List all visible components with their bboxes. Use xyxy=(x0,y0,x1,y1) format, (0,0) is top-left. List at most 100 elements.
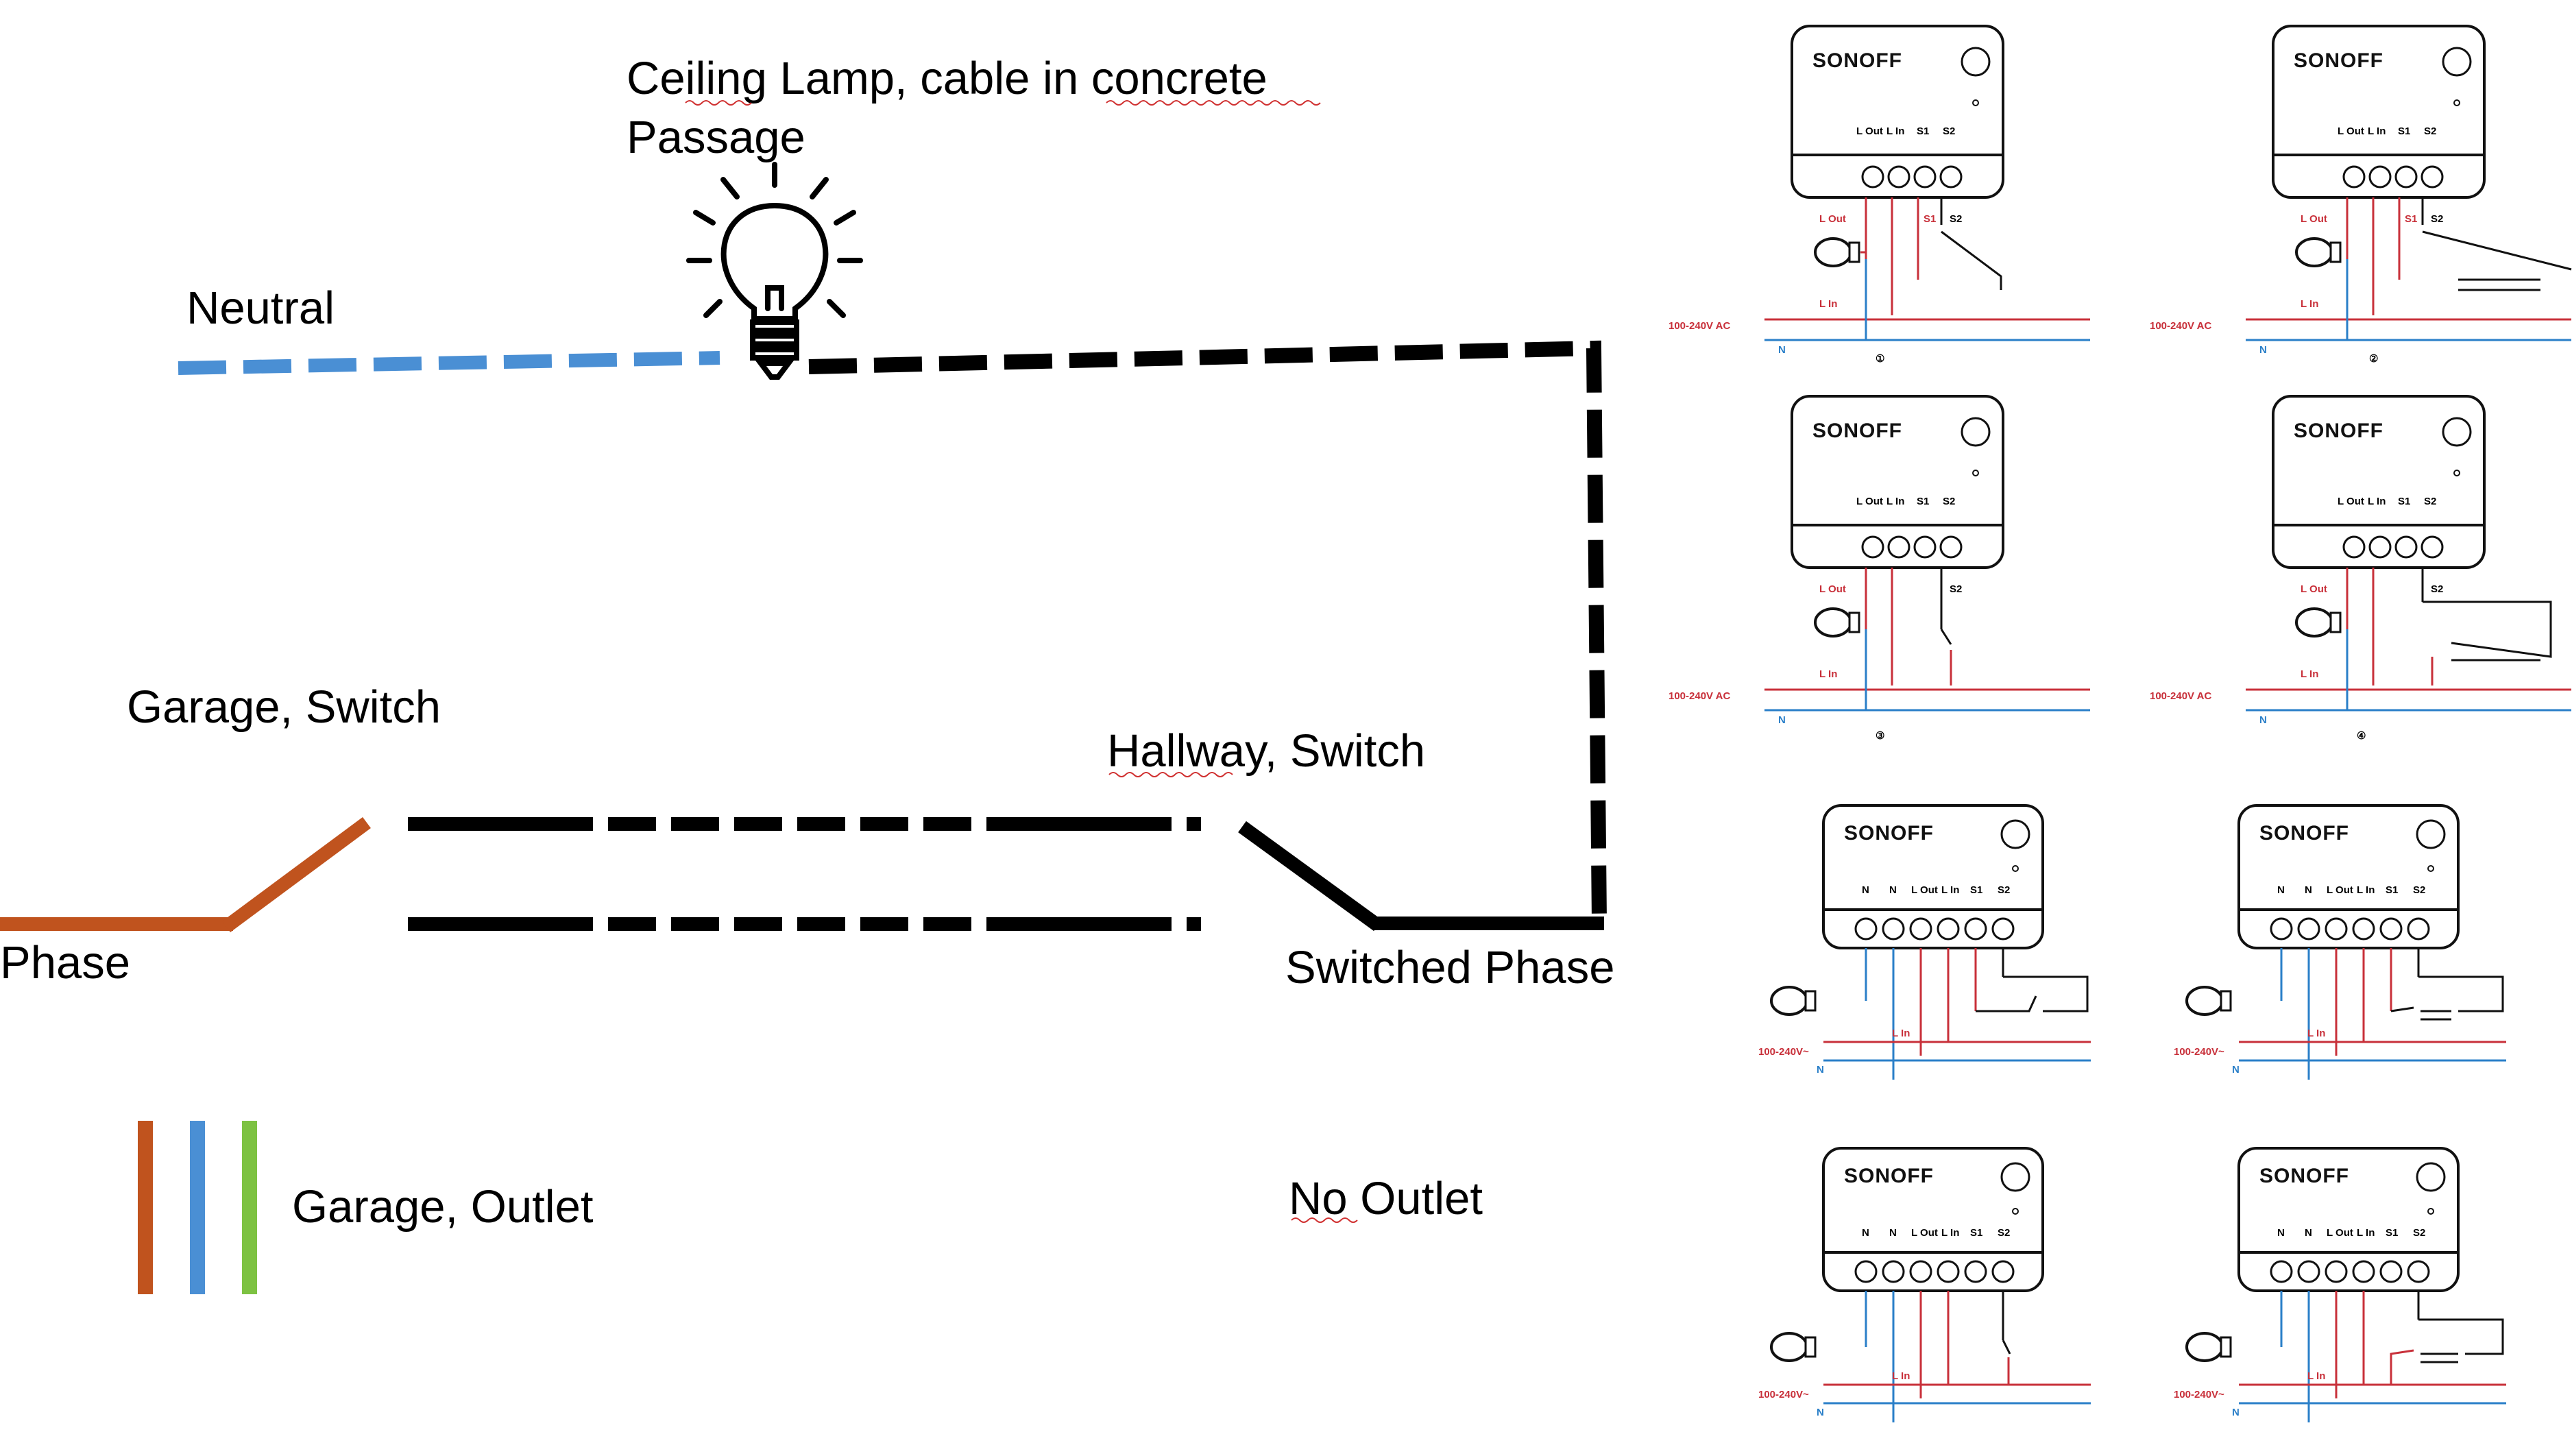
neutral-wire xyxy=(178,351,720,375)
sonoff-logo: SONOFF xyxy=(1812,49,1902,72)
svg-text:L In: L In xyxy=(1892,1028,1910,1039)
svg-text:L In: L In xyxy=(2301,298,2318,310)
spellcheck-underline-no xyxy=(1291,1217,1358,1223)
svg-text:S2: S2 xyxy=(1950,213,1962,225)
svg-text:S1: S1 xyxy=(2405,213,2417,225)
svg-text:N: N xyxy=(2259,344,2267,356)
svg-text:L In: L In xyxy=(1941,1227,1959,1239)
ceiling-lamp-label: Ceiling Lamp, cable in concrete xyxy=(627,53,1267,104)
svg-text:S2: S2 xyxy=(1943,496,1955,507)
svg-text:S2: S2 xyxy=(2413,884,2425,896)
svg-text:L Out: L Out xyxy=(2301,583,2327,595)
svg-text:L In: L In xyxy=(2301,668,2318,680)
spellcheck-underline-concrete xyxy=(1106,100,1321,106)
svg-text:S2: S2 xyxy=(2413,1227,2425,1239)
svg-text:100-240V~: 100-240V~ xyxy=(2174,1389,2224,1400)
phase-label: Phase xyxy=(0,937,130,988)
svg-text:L Out: L Out xyxy=(1819,583,1846,595)
spellcheck-underline-hallway xyxy=(1108,772,1233,777)
sonoff-diagram-2: SONOFF L Out L In S1 S2 L Out S1 S2 L In… xyxy=(2150,25,2572,365)
svg-text:100-240V AC: 100-240V AC xyxy=(2150,320,2211,332)
svg-text:S2: S2 xyxy=(2424,496,2436,507)
svg-text:S1: S1 xyxy=(2398,496,2410,507)
svg-text:L In: L In xyxy=(1886,496,1904,507)
svg-text:N: N xyxy=(1889,1227,1897,1239)
svg-text:L Out: L Out xyxy=(2338,496,2364,507)
svg-text:SONOFF: SONOFF xyxy=(2294,49,2383,72)
svg-text:L In: L In xyxy=(1819,668,1837,680)
neutral-label: Neutral xyxy=(186,282,335,334)
svg-text:③: ③ xyxy=(1876,730,1884,742)
svg-text:100-240V AC: 100-240V AC xyxy=(1669,690,1730,702)
svg-text:N: N xyxy=(2305,1227,2312,1239)
svg-text:SONOFF: SONOFF xyxy=(2259,1165,2349,1187)
svg-text:N: N xyxy=(2259,714,2267,726)
no-outlet-label: No Outlet xyxy=(1289,1173,1483,1224)
light-bulb-icon xyxy=(686,162,863,380)
svg-text:L Out: L Out xyxy=(2301,213,2327,225)
svg-text:S2: S2 xyxy=(1950,583,1962,595)
svg-text:N: N xyxy=(2305,884,2312,896)
svg-text:L In: L In xyxy=(2357,884,2375,896)
svg-text:S1: S1 xyxy=(1917,125,1929,137)
svg-text:N: N xyxy=(1778,714,1786,726)
svg-text:S2: S2 xyxy=(2431,583,2443,595)
hallway-switch-label: Hallway, Switch xyxy=(1107,725,1425,777)
svg-text:S2: S2 xyxy=(1943,125,1955,137)
svg-text:100-240V~: 100-240V~ xyxy=(1758,1389,1809,1400)
svg-text:S1: S1 xyxy=(1970,884,1982,896)
svg-text:S1: S1 xyxy=(1917,496,1929,507)
svg-text:L In: L In xyxy=(1892,1370,1910,1382)
svg-text:L In: L In xyxy=(1819,298,1837,310)
passage-label: Passage xyxy=(627,112,805,163)
svg-text:L In: L In xyxy=(2368,496,2386,507)
svg-text:SONOFF: SONOFF xyxy=(2294,420,2383,442)
svg-text:L In: L In xyxy=(1886,125,1904,137)
svg-text:S1: S1 xyxy=(2386,884,2398,896)
svg-text:S2: S2 xyxy=(2424,125,2436,137)
sonoff-diagram-5: SONOFF N N L Out L In S1 S2 L In 100-240… xyxy=(1758,804,2091,1080)
svg-text:L Out: L Out xyxy=(1856,125,1883,137)
svg-text:L Out: L Out xyxy=(1911,1227,1938,1239)
svg-text:SONOFF: SONOFF xyxy=(1844,1165,1934,1187)
svg-text:①: ① xyxy=(1876,353,1884,365)
sonoff-diagram-6: SONOFF N N L Out L In S1 S2 L In 100-240… xyxy=(2174,804,2506,1080)
svg-text:L In: L In xyxy=(2368,125,2386,137)
svg-text:S2: S2 xyxy=(1998,884,2010,896)
svg-text:S2: S2 xyxy=(2431,213,2443,225)
svg-text:L Out: L Out xyxy=(1911,884,1938,896)
sonoff-diagram-7: SONOFF N N L Out L In S1 S2 L In 100-240… xyxy=(1758,1147,2091,1422)
svg-text:L Out: L Out xyxy=(2327,1227,2353,1239)
svg-text:SONOFF: SONOFF xyxy=(1844,822,1934,845)
svg-text:②: ② xyxy=(2369,353,2378,365)
svg-text:L In: L In xyxy=(2307,1370,2325,1382)
svg-text:L Out: L Out xyxy=(1819,213,1846,225)
svg-text:SONOFF: SONOFF xyxy=(2259,822,2349,845)
svg-text:100-240V~: 100-240V~ xyxy=(1758,1046,1809,1058)
svg-text:SONOFF: SONOFF xyxy=(1812,420,1902,442)
svg-text:S1: S1 xyxy=(1924,213,1936,225)
svg-text:L In: L In xyxy=(1941,884,1959,896)
svg-text:S1: S1 xyxy=(2386,1227,2398,1239)
svg-text:L In: L In xyxy=(2357,1227,2375,1239)
svg-text:N: N xyxy=(1817,1064,1824,1076)
sonoff-diagram-4: SONOFF L Out L In S1 S2 L Out S2 L In 10… xyxy=(2150,395,2571,742)
svg-text:100-240V~: 100-240V~ xyxy=(2174,1046,2224,1058)
svg-text:L Out: L Out xyxy=(1856,496,1883,507)
svg-text:N: N xyxy=(1817,1407,1824,1418)
spellcheck-underline-lamp xyxy=(685,100,752,106)
svg-text:N: N xyxy=(1778,344,1786,356)
svg-text:N: N xyxy=(2232,1407,2240,1418)
sonoff-diagram-3: SONOFF L Out L In S1 S2 L Out S2 L In 10… xyxy=(1669,395,2090,742)
svg-text:N: N xyxy=(1889,884,1897,896)
svg-text:S1: S1 xyxy=(1970,1227,1982,1239)
hallway-switch-lever[interactable] xyxy=(1238,821,1382,932)
lamp-switched-wire xyxy=(808,340,1607,923)
garage-switch-lever[interactable] xyxy=(222,816,371,933)
svg-text:N: N xyxy=(2232,1064,2240,1076)
svg-text:L Out: L Out xyxy=(2338,125,2364,137)
svg-text:S1: S1 xyxy=(2398,125,2410,137)
svg-text:N: N xyxy=(2277,884,2285,896)
svg-text:L In: L In xyxy=(2307,1028,2325,1039)
